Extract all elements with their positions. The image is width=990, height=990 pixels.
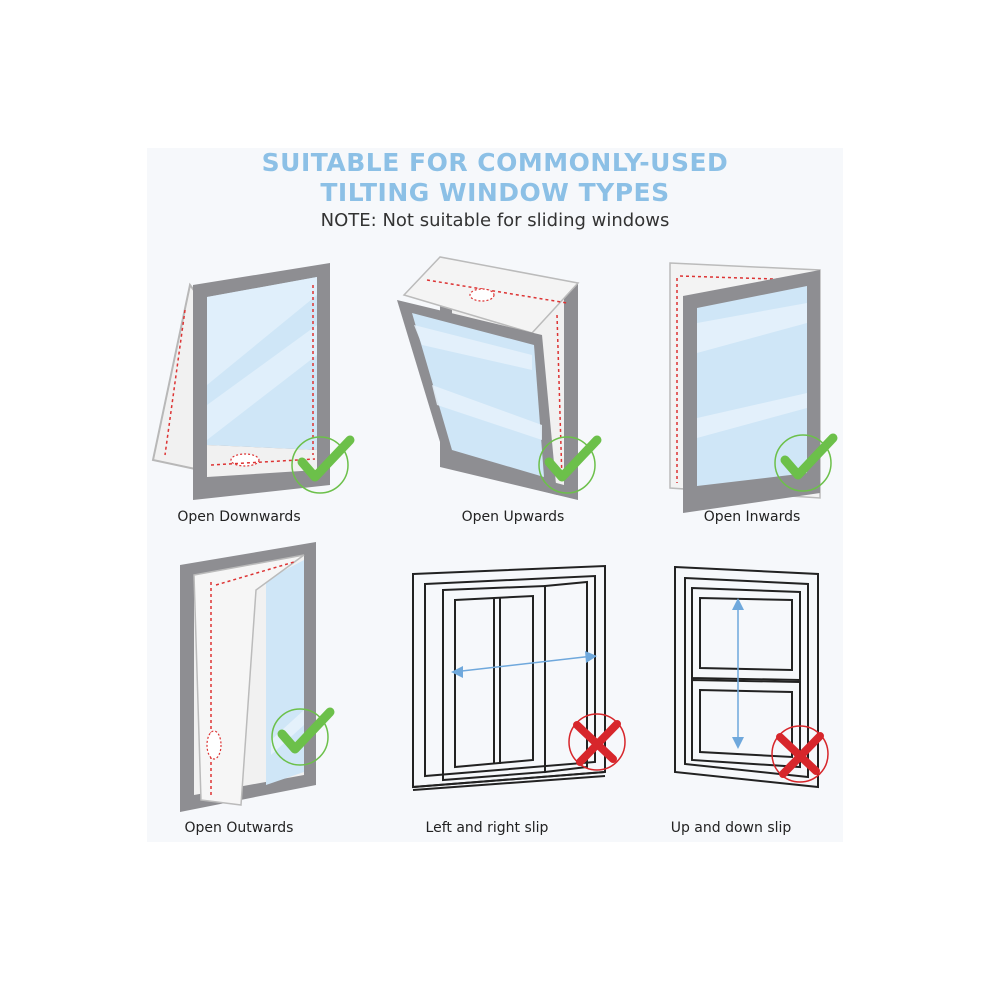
label-open-inwards: Open Inwards: [703, 509, 801, 525]
window-open-outwards: [176, 540, 346, 815]
check-icon: [538, 435, 602, 494]
window-left-right-slip: [405, 562, 635, 802]
cross-icon: [568, 713, 626, 771]
window-up-down-slip: [670, 562, 845, 802]
window-open-inwards: [665, 258, 850, 513]
double-arrow-horizontal-icon: [451, 651, 597, 678]
label-open-upwards: Open Upwards: [461, 509, 565, 525]
check-icon: [291, 435, 355, 494]
cross-icon: [771, 725, 829, 783]
label-up-and-down-slip: Up and down slip: [670, 820, 792, 836]
title-line-1: SUITABLE FOR COMMONLY-USED: [261, 148, 729, 177]
label-left-and-right-slip: Left and right slip: [425, 820, 549, 836]
double-arrow-vertical-icon: [732, 598, 744, 749]
window-open-downwards: [145, 255, 355, 505]
title-line-2: TILTING WINDOW TYPES: [320, 178, 670, 207]
label-open-outwards: Open Outwards: [184, 820, 294, 836]
check-icon: [774, 433, 838, 492]
window-open-upwards: [392, 255, 612, 505]
label-open-downwards: Open Downwards: [177, 509, 301, 525]
check-icon: [271, 707, 335, 766]
note-text: NOTE: Not suitable for sliding windows: [320, 210, 670, 231]
